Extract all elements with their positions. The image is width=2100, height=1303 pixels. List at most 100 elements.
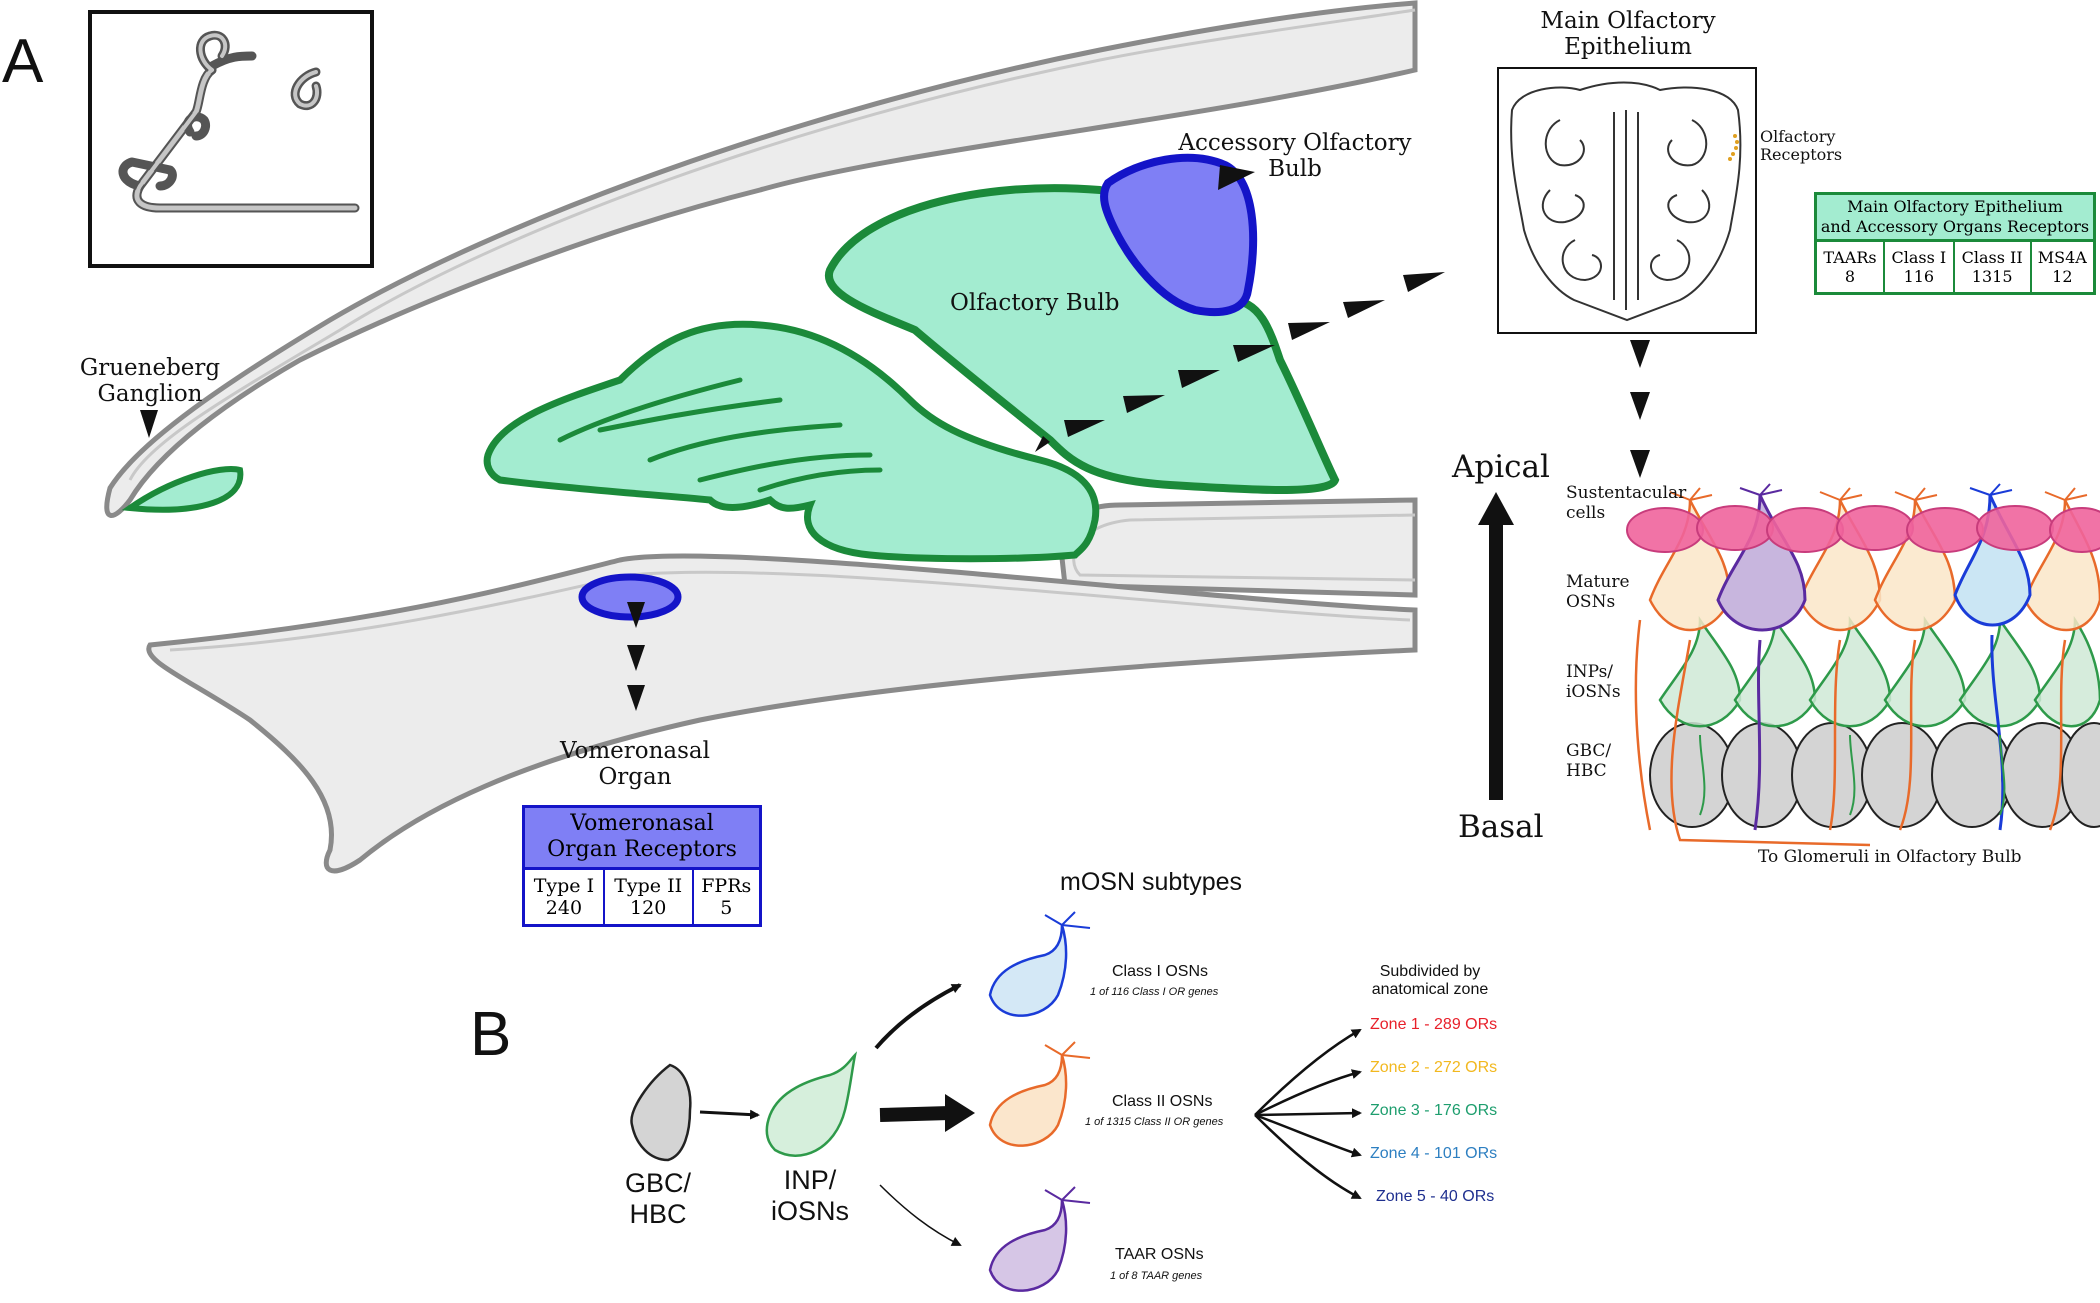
taar-label: TAAR OSNs <box>1115 1246 1204 1263</box>
mosn-subtypes-title: mOSN subtypes <box>1060 868 1243 896</box>
moe-cross-section <box>1497 67 1757 334</box>
zone-5-label: Zone 5 - 40 ORs <box>1376 1188 1495 1205</box>
mouse-inset <box>88 10 374 268</box>
gbc-hbc-cell <box>630 1063 692 1162</box>
accessory-bulb-line2: Bulb <box>1268 156 1322 183</box>
mature-osns-label: Mature OSNs <box>1566 572 1630 612</box>
accessory-bulb-line1: Accessory Olfactory <box>1178 130 1412 156</box>
class1-label: Class I OSNs <box>1112 963 1209 980</box>
epithelium-layers <box>1626 483 2100 847</box>
panel-a-letter: A <box>2 27 44 96</box>
mid-tissue <box>1057 497 1418 598</box>
olfactory-receptors-line2: Receptors <box>1760 145 1843 165</box>
moe-table-title-line2: and Accessory Organs Receptors <box>1820 217 2090 236</box>
class2-label: Class II OSNs <box>1112 1093 1213 1110</box>
class-i-cell <box>988 924 1068 1017</box>
apical-label: Apical <box>1452 449 1550 485</box>
inp-cell <box>765 1051 858 1157</box>
moe-cell-value: 1315 <box>1971 267 2013 286</box>
accessory-olfactory-bulb <box>1100 153 1258 317</box>
grueneberg-line1: Grueneberg <box>79 355 221 381</box>
accessory-bulb-label: Accessory Olfactory Bulb <box>1170 130 1420 183</box>
vno-cell-value: 240 <box>545 896 583 919</box>
class1-sublabel: 1 of 116 Class I OR genes <box>1090 986 1219 998</box>
gbc-b-line1: GBC/ <box>624 1168 691 1198</box>
dashed-arrow-to-bulb <box>1035 272 1445 452</box>
grueneberg-line2: Ganglion <box>97 381 203 408</box>
vomeronasal-line1: Vomeronasal <box>559 738 710 764</box>
vomeronasal-organ <box>578 573 682 621</box>
moe-down-arrows <box>1630 340 1650 478</box>
gbc-hbc-b-label: GBC/ HBC <box>608 1168 708 1230</box>
vno-cell-value: 5 <box>720 896 733 919</box>
zone-1-label: Zone 1 - 289 ORs <box>1370 1016 1498 1033</box>
subdivided-line1: Subdivided by <box>1379 963 1481 980</box>
grueneberg-ganglion <box>121 466 244 513</box>
moe-cell-name: TAARs <box>1823 248 1877 267</box>
gbc-hbc-label: GBC/ HBC <box>1566 741 1612 781</box>
gbc-line1: GBC/ <box>1566 741 1612 761</box>
inp-line2: iOSNs <box>770 1196 849 1227</box>
snout-upper-tissue <box>104 0 1418 518</box>
class-ii-cell <box>988 1054 1068 1147</box>
olfactory-turbinates <box>483 320 1100 563</box>
taar-cell <box>988 1199 1068 1292</box>
vno-cell-value: 120 <box>630 896 667 919</box>
moe-table-title: Main Olfactory Epithelium and Accessory … <box>1815 193 2095 242</box>
inp-iosns-label: INP/ iOSNs <box>760 1165 860 1227</box>
inps-label: INPs/ iOSNs <box>1566 662 1621 702</box>
class2-sublabel: 1 of 1315 Class II OR genes <box>1085 1116 1224 1128</box>
basal-label: Basal <box>1458 809 1544 845</box>
inps-line1: INPs/ <box>1566 662 1614 682</box>
moe-cell-value: 8 <box>1844 267 1856 286</box>
moe-cell-name: Class II <box>1961 248 2023 267</box>
olfactory-receptors-label: Olfactory Receptors <box>1760 127 1843 165</box>
subdivided-line2: anatomical zone <box>1371 981 1489 999</box>
moe-title: Main Olfactory Epithelium <box>1498 8 1758 61</box>
vno-cell-name: FPRs <box>701 874 752 897</box>
vomeronasal-label: Vomeronasal Organ <box>540 738 730 791</box>
taar-sublabel: 1 of 8 TAAR genes <box>1110 1270 1203 1282</box>
gbc-line2: HBC <box>1566 760 1607 781</box>
moe-cell-name: MS4A <box>2037 248 2087 267</box>
subdivided-label: Subdivided by anatomical zone <box>1330 963 1530 1000</box>
moe-title-line1: Main Olfactory <box>1540 8 1716 34</box>
inps-line2: iOSNs <box>1566 681 1621 702</box>
olfactory-bulb-label: Olfactory Bulb <box>950 290 1120 316</box>
mature-line1: Mature <box>1566 572 1630 592</box>
sustentacular-line2: cells <box>1566 502 1606 523</box>
vno-table-title-line1: Vomeronasal <box>570 811 714 836</box>
vomeronasal-line2: Organ <box>598 764 672 791</box>
to-glomeruli-label: To Glomeruli in Olfactory Bulb <box>1758 847 2022 867</box>
moe-title-line2: Epithelium <box>1564 34 1692 61</box>
sustentacular-line1: Sustentacular <box>1566 483 1687 503</box>
gbc-b-line2: HBC <box>629 1199 687 1230</box>
olfactory-receptors-line1: Olfactory <box>1760 127 1836 146</box>
lower-jaw-tissue <box>146 553 1418 874</box>
panel-b-letter: B <box>470 1000 511 1069</box>
zone-4-label: Zone 4 - 101 ORs <box>1370 1145 1498 1162</box>
moe-cell-name: Class I <box>1891 248 1947 267</box>
vno-cell-name: Type I <box>533 874 595 897</box>
pointer-arrowheads <box>140 165 1255 711</box>
zone-3-label: Zone 3 - 176 ORs <box>1370 1102 1498 1119</box>
moe-cell-value: 116 <box>1903 267 1935 286</box>
panel-b-diagram <box>630 911 1362 1292</box>
vno-cell-name: Type II <box>614 874 683 897</box>
moe-receptor-table: Main Olfactory Epithelium and Accessory … <box>1814 192 2096 295</box>
mature-line2: OSNs <box>1566 591 1616 612</box>
grueneberg-label: Grueneberg Ganglion <box>70 355 230 408</box>
zone-2-label: Zone 2 - 272 ORs <box>1370 1059 1498 1076</box>
inp-line1: INP/ <box>783 1165 837 1195</box>
vno-table-title: Vomeronasal Organ Receptors <box>523 806 761 870</box>
